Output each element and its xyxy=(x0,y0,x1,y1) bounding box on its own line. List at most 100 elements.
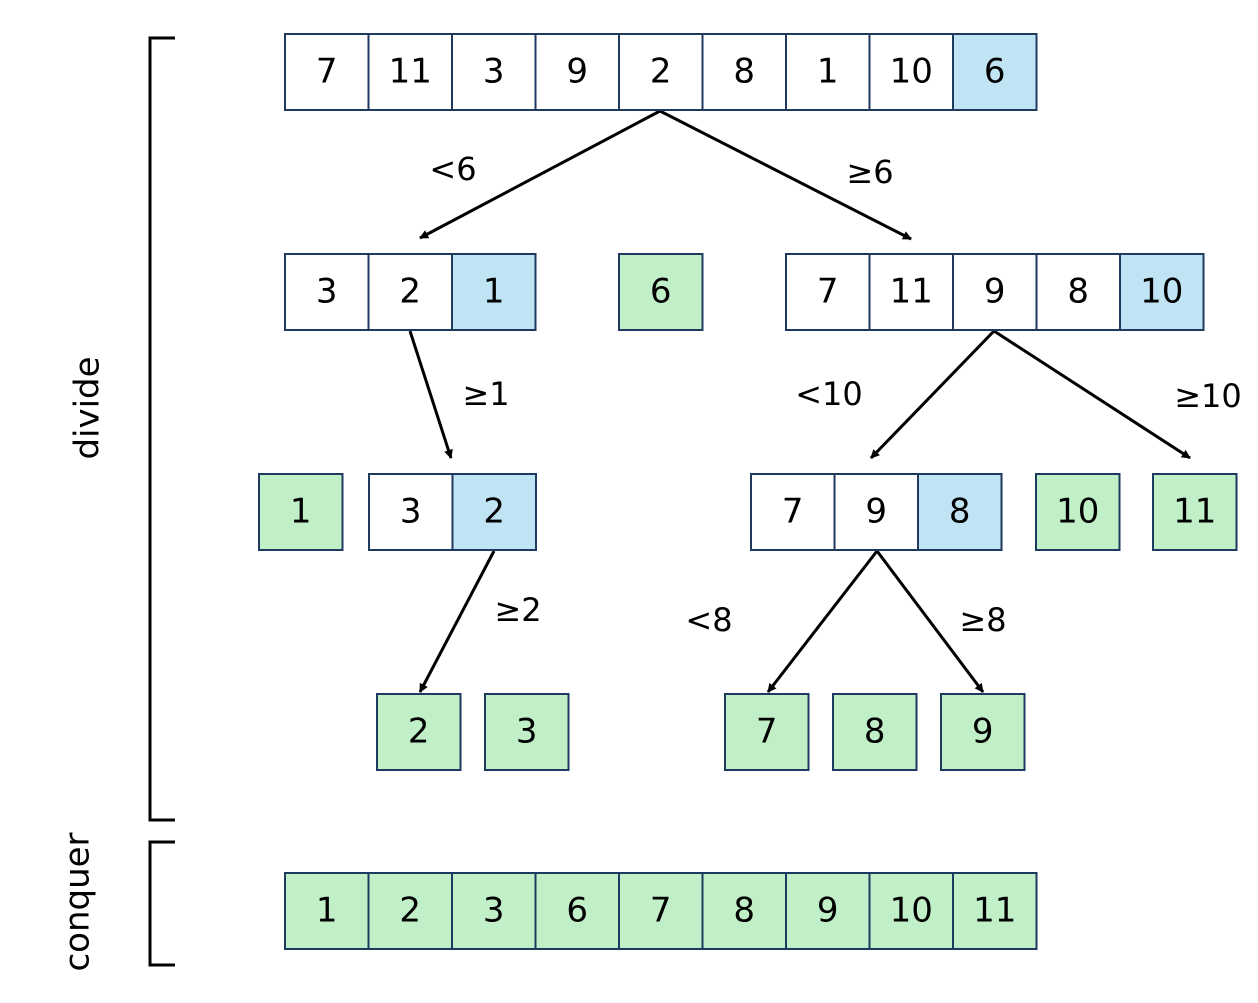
array-cell xyxy=(701,33,787,111)
array-cell-value: 6 xyxy=(984,52,1006,92)
array-cell xyxy=(451,33,537,111)
edge-label-root-right: ≥6 xyxy=(846,153,893,191)
array-cell xyxy=(367,253,453,331)
array-done-11: 11 xyxy=(1152,473,1238,551)
array-cell-value: 11 xyxy=(389,52,432,92)
array-cell xyxy=(1035,253,1121,331)
array-cell-value: 7 xyxy=(650,891,672,931)
array-cell xyxy=(833,473,919,551)
array-pivot-6: 6 xyxy=(618,253,704,331)
array-cell xyxy=(451,473,537,551)
array-cell-value: 8 xyxy=(733,891,755,931)
array-cell xyxy=(952,253,1038,331)
array-cell xyxy=(1152,473,1238,551)
array-cell xyxy=(534,33,620,111)
array-cell xyxy=(750,473,836,551)
array-cell-value: 3 xyxy=(483,52,505,92)
array-cell-value: 7 xyxy=(316,52,338,92)
array-left-1: 3 2 1 xyxy=(284,253,537,331)
array-cell-value: 1 xyxy=(290,492,312,532)
array-cell xyxy=(484,693,570,771)
array-cell-value: 11 xyxy=(1173,492,1216,532)
array-done-3: 3 xyxy=(484,693,570,771)
edge-right2-done9-line xyxy=(875,550,985,693)
array-cell-value: 11 xyxy=(973,891,1016,931)
array-right-1: 7 11 9 8 10 xyxy=(785,253,1205,331)
edge-label-right1-right2: <10 xyxy=(795,375,863,413)
conquer-bracket xyxy=(148,840,175,967)
array-cell-value: 6 xyxy=(566,891,588,931)
array-cell xyxy=(785,872,871,950)
array-cell-value: 9 xyxy=(566,52,588,92)
array-cell xyxy=(451,253,537,331)
array-cell-value: 6 xyxy=(650,272,672,312)
array-done-7: 7 xyxy=(724,693,810,771)
array-cell-value: 3 xyxy=(316,272,338,312)
edge-label-left1-left2: ≥1 xyxy=(462,375,509,413)
array-cell-value: 9 xyxy=(817,891,839,931)
array-cell xyxy=(832,693,918,771)
divide-bracket xyxy=(148,36,175,822)
array-cell xyxy=(1119,253,1205,331)
array-cell xyxy=(785,253,871,331)
edge-label-right2-done9: ≥8 xyxy=(959,601,1006,639)
array-cell xyxy=(952,33,1038,111)
array-cell-value: 2 xyxy=(483,492,505,532)
array-cell-value: 2 xyxy=(650,52,672,92)
array-cell-value: 10 xyxy=(890,891,933,931)
conquer-label: conquer xyxy=(58,832,98,971)
edge-label-left2-done2: ≥2 xyxy=(494,591,541,629)
array-cell xyxy=(618,253,704,331)
array-cell-value: 10 xyxy=(1140,272,1183,312)
array-cell xyxy=(868,33,954,111)
array-done-8: 8 xyxy=(832,693,918,771)
array-cell-value: 10 xyxy=(890,52,933,92)
array-cell xyxy=(868,872,954,950)
array-cell-value: 3 xyxy=(516,712,538,752)
array-cell-value: 8 xyxy=(733,52,755,92)
edge-root-left-line xyxy=(419,109,661,240)
array-cell-value: 2 xyxy=(408,712,430,752)
edge-right2-done7-line xyxy=(766,550,879,693)
array-cell-value: 11 xyxy=(890,272,933,312)
array-cell xyxy=(868,253,954,331)
array-cell xyxy=(952,872,1038,950)
array-cell-value: 2 xyxy=(399,272,421,312)
array-cell xyxy=(701,872,787,950)
edge-right1-done11-line xyxy=(993,329,1191,460)
array-cell-value: 8 xyxy=(864,712,886,752)
array-cell xyxy=(917,473,1003,551)
array-cell-value: 10 xyxy=(1056,492,1099,532)
edge-label-right2-done7: <8 xyxy=(685,601,732,639)
edge-right1-right2-line xyxy=(869,329,996,460)
array-cell xyxy=(258,473,344,551)
array-cell xyxy=(534,872,620,950)
array-cell-value: 7 xyxy=(817,272,839,312)
array-cell-value: 3 xyxy=(400,492,422,532)
array-cell xyxy=(367,872,453,950)
edge-left1-left2-line xyxy=(408,330,453,459)
edge-label-root-left: <6 xyxy=(429,150,476,188)
array-done-10: 10 xyxy=(1035,473,1121,551)
array-cell-value: 8 xyxy=(1067,272,1089,312)
array-done-9: 9 xyxy=(940,693,1026,771)
array-cell xyxy=(618,33,704,111)
array-cell-value: 7 xyxy=(756,712,778,752)
array-cell xyxy=(376,693,462,771)
array-cell xyxy=(284,253,370,331)
array-cell xyxy=(367,33,453,111)
array-cell xyxy=(1035,473,1121,551)
array-cell-value: 9 xyxy=(984,272,1006,312)
edge-root-right-line xyxy=(659,109,912,241)
array-cell-value: 1 xyxy=(483,272,505,312)
array-cell-value: 7 xyxy=(782,492,804,532)
array-cell xyxy=(724,693,810,771)
array-cell xyxy=(940,693,1026,771)
array-cell-value: 2 xyxy=(399,891,421,931)
